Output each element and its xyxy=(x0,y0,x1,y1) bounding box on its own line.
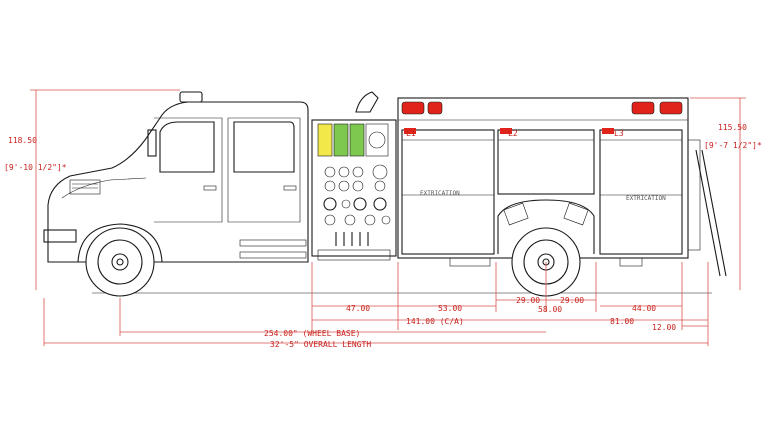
roof-light-bar xyxy=(179,91,203,103)
cab-step-2 xyxy=(239,251,307,259)
pump-panel xyxy=(311,91,397,261)
scba-bottle-door xyxy=(563,202,589,226)
dim-44: 44.00 xyxy=(632,304,656,313)
underbody-step xyxy=(449,257,491,267)
warning-light xyxy=(659,101,683,115)
tail-step xyxy=(619,257,643,267)
hood-line xyxy=(61,177,147,199)
gauge xyxy=(372,164,388,180)
grille xyxy=(69,179,101,195)
gauge xyxy=(338,166,350,178)
front-bumper xyxy=(43,229,77,243)
pump-panel-frame xyxy=(311,119,397,257)
cab-body xyxy=(47,101,309,263)
front-fender xyxy=(77,223,163,263)
front-window xyxy=(159,121,215,173)
height-right-value: 115.50 xyxy=(718,123,747,132)
compartment-l1[interactable]: EXTRICATION xyxy=(401,128,495,255)
speaker-grille xyxy=(365,123,389,157)
deck-gun xyxy=(355,91,379,113)
front-door xyxy=(154,117,223,223)
warning-light xyxy=(427,101,443,115)
dim-53: 53.00 xyxy=(438,304,462,313)
compartment-label-l2: L2 xyxy=(508,129,518,138)
valve xyxy=(324,214,336,226)
valve xyxy=(373,197,387,211)
valve xyxy=(341,199,351,209)
apparatus-body: EXTRICATION L1 L2 EXTRICATION L3 xyxy=(397,97,727,277)
dim-81: 81.00 xyxy=(610,317,634,326)
height-left-value: 118.50 xyxy=(8,136,37,145)
tank-gauge-water xyxy=(317,123,333,157)
rear-wheel-well xyxy=(497,199,595,254)
compartment-l3[interactable]: EXTRICATION xyxy=(599,128,683,255)
warning-light xyxy=(631,101,655,115)
rear-door xyxy=(227,117,301,223)
side-mirror xyxy=(147,129,157,157)
rear-door-handle xyxy=(283,185,297,191)
gauge xyxy=(338,180,350,192)
dim-29-right: 29.00 xyxy=(560,296,584,305)
tank-gauge-foam-a xyxy=(333,123,349,157)
gauge xyxy=(352,166,364,178)
dim-overall-length: 32'-5" OVERALL LENGTH xyxy=(270,340,371,349)
cab xyxy=(43,91,309,263)
gauge xyxy=(374,180,386,192)
height-right-feet: [9'-7 1/2"]* xyxy=(704,141,762,150)
dim-wheelbase: 254.00" (WHEEL BASE) xyxy=(264,329,360,338)
dim-58: 58.00 xyxy=(538,305,562,314)
valve xyxy=(364,214,376,226)
dim-47: 47.00 xyxy=(346,304,370,313)
tank-gauge-foam-b xyxy=(349,123,365,157)
cab-step-1 xyxy=(239,239,307,247)
valve xyxy=(353,197,367,211)
scba-bottle-door xyxy=(503,202,529,226)
front-wheel xyxy=(85,227,155,297)
door-label-extrication: EXTRICATION xyxy=(626,195,666,202)
front-door-handle xyxy=(203,185,217,191)
rear-ladder xyxy=(687,139,701,251)
compartment-label-l3: L3 xyxy=(614,129,624,138)
gauge xyxy=(352,180,364,192)
compartment-l2[interactable] xyxy=(497,128,595,195)
gauge xyxy=(324,166,336,178)
dim-29-left: 29.00 xyxy=(516,296,540,305)
rear-window xyxy=(233,121,295,173)
gauge xyxy=(324,180,336,192)
pump-step xyxy=(317,249,391,261)
door-label-extrication: EXTRICATION xyxy=(420,190,460,197)
warning-light xyxy=(401,101,425,115)
valve xyxy=(323,197,337,211)
dim-ca: 141.00 (C/A) xyxy=(406,317,464,326)
valve xyxy=(381,215,391,225)
valve xyxy=(344,214,356,226)
rear-ladder-rail xyxy=(695,149,721,277)
compartment-label-l1: L1 xyxy=(406,129,416,138)
height-left-feet: [9'-10 1/2"]* xyxy=(4,163,67,172)
dim-12: 12.00 xyxy=(652,323,676,332)
